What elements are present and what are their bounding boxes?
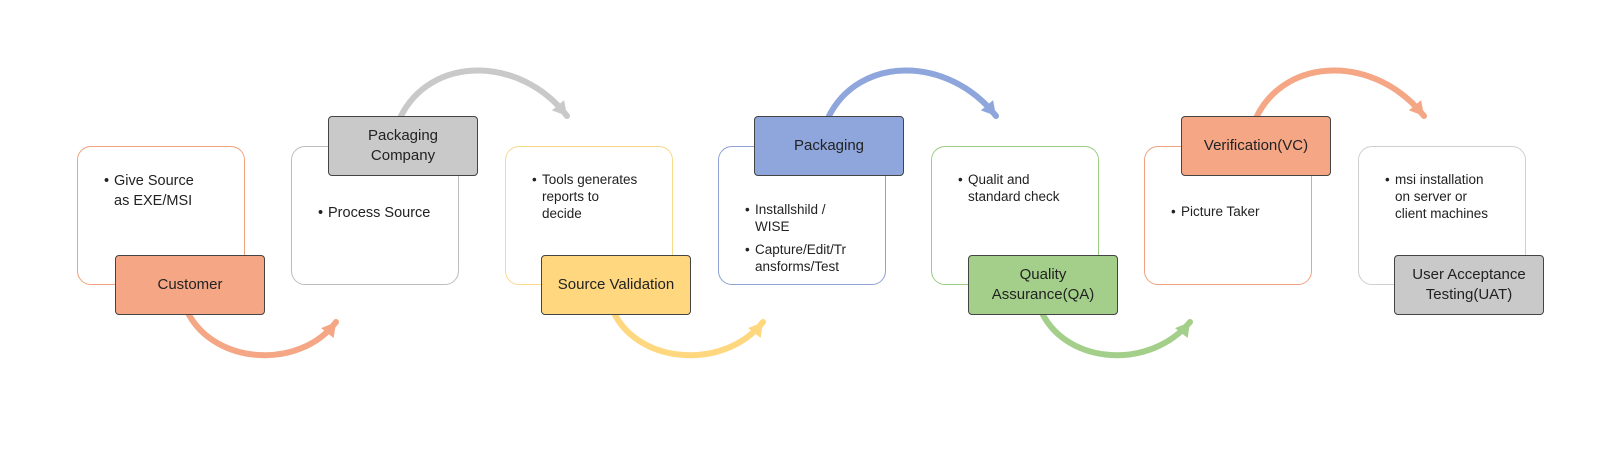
stage-packaging-label: Packaging	[754, 116, 904, 176]
stage-packaging-company-bullets: Process Source	[318, 205, 430, 228]
connector-arrow	[1253, 67, 1427, 121]
bullet: msi installation on server or client mac…	[1385, 171, 1488, 222]
bullet: Tools generates reports to decide	[532, 171, 637, 222]
stage-customer-label: Customer	[115, 255, 265, 315]
connector-arrow	[185, 310, 339, 359]
connector-arrow	[611, 310, 766, 359]
bullet: Capture/Edit/Tr ansforms/Test	[745, 241, 846, 275]
stage-quality-assurance-label: Quality Assurance(QA)	[968, 255, 1118, 315]
bullet: Give Source as EXE/MSI	[104, 171, 194, 211]
bullet: Qualit and standard check	[958, 171, 1060, 205]
connector-arrow	[1039, 310, 1193, 359]
stage-quality-assurance-bullets: Qualit and standard check	[958, 171, 1060, 211]
stage-verification-label: Verification(VC)	[1181, 116, 1331, 176]
bullet: Picture Taker	[1171, 203, 1260, 220]
stage-source-validation-bullets: Tools generates reports to decide	[532, 171, 637, 228]
stage-packaging-company-label: Packaging Company	[328, 116, 478, 176]
stage-source-validation-label: Source Validation	[541, 255, 691, 315]
bullet: Process Source	[318, 205, 430, 222]
stage-packaging-bullets: Installshild / WISE Capture/Edit/Tr ansf…	[745, 201, 846, 281]
bullet: Installshild / WISE	[745, 201, 846, 235]
stage-uat-bullets: msi installation on server or client mac…	[1385, 171, 1488, 228]
stage-verification-bullets: Picture Taker	[1171, 203, 1260, 226]
stage-uat-label: User Acceptance Testing(UAT)	[1394, 255, 1544, 315]
stage-customer-bullets: Give Source as EXE/MSI	[104, 171, 194, 217]
connector-arrow	[825, 67, 999, 121]
connector-arrow	[397, 67, 570, 121]
